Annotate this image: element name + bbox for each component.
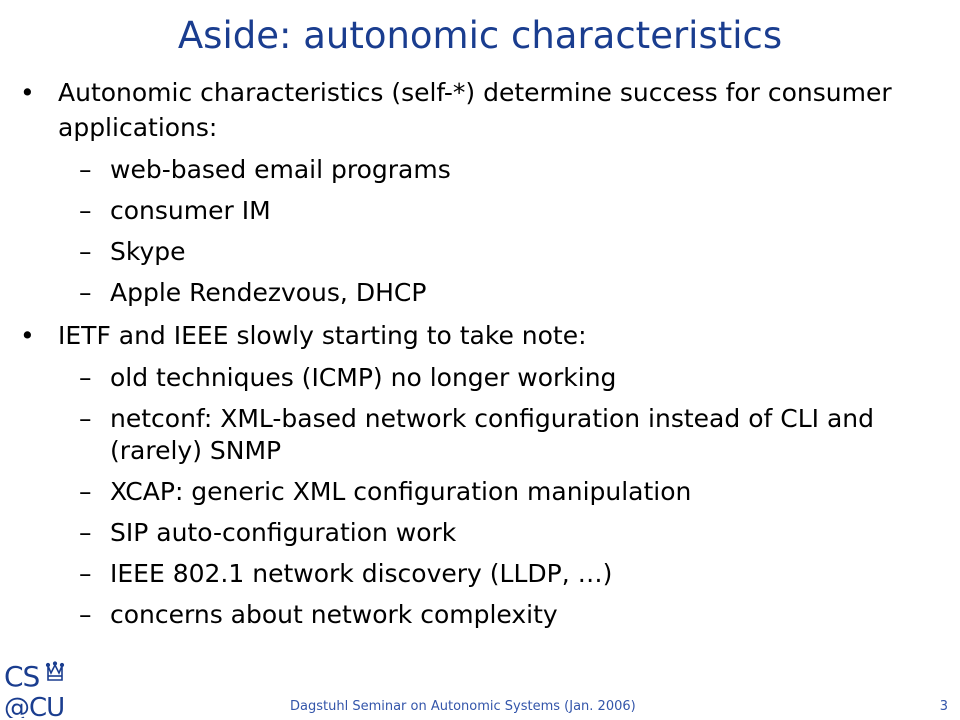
sub-item: – Apple Rendezvous, DHCP xyxy=(0,277,960,309)
bullet-text: Autonomic characteristics (self-*) deter… xyxy=(58,78,892,142)
sub-text: concerns about network complexity xyxy=(110,600,558,629)
sub-text: SIP auto-configuration work xyxy=(110,518,457,547)
sub-text: XCAP: generic XML configuration manipula… xyxy=(110,477,692,506)
sub-text: IEEE 802.1 network discovery (LLDP, …) xyxy=(110,559,613,588)
sub-dash: – xyxy=(79,196,92,225)
logo-bottom-text: @CU xyxy=(4,693,64,718)
sub-item: – XCAP: generic XML configuration manipu… xyxy=(0,476,960,508)
sub-item: – web-based email programs xyxy=(0,154,960,186)
bullet-dot: • xyxy=(20,321,35,350)
sub-text: Skype xyxy=(110,237,186,266)
sub-dash: – xyxy=(79,278,92,307)
sub-dash: – xyxy=(79,237,92,266)
sub-dash: – xyxy=(79,155,92,184)
sub-dash: – xyxy=(79,518,92,547)
page-number: 3 xyxy=(939,699,948,714)
sub-dash: – xyxy=(79,559,92,588)
sub-dash: – xyxy=(79,477,92,506)
sub-dash: – xyxy=(79,404,92,433)
logo-top-text: CS xyxy=(4,660,40,693)
sub-item: – Skype xyxy=(0,236,960,268)
sub-text: old techniques (ICMP) no longer working xyxy=(110,363,617,392)
bullet-dot: • xyxy=(20,78,35,107)
sub-item: – concerns about network complexity xyxy=(0,599,960,631)
crown-icon xyxy=(45,661,65,681)
bullet-item: • IETF and IEEE slowly starting to take … xyxy=(0,318,960,353)
sub-text: Apple Rendezvous, DHCP xyxy=(110,278,427,307)
sub-dash: – xyxy=(79,600,92,629)
sub-dash: – xyxy=(79,363,92,392)
bullet-item: • Autonomic characteristics (self-*) det… xyxy=(0,75,960,145)
cs-at-cu-logo: CS @CU xyxy=(4,660,65,718)
sub-item: – SIP auto-configuration work xyxy=(0,517,960,549)
sub-text: netconf: XML-based network configuration… xyxy=(110,404,874,465)
sub-text: web-based email programs xyxy=(110,155,451,184)
sub-item: – netconf: XML-based network configurati… xyxy=(0,403,960,467)
footer-text: Dagstuhl Seminar on Autonomic Systems (J… xyxy=(290,699,636,714)
sub-item: – old techniques (ICMP) no longer workin… xyxy=(0,362,960,394)
sub-item: – consumer IM xyxy=(0,195,960,227)
sub-item: – IEEE 802.1 network discovery (LLDP, …) xyxy=(0,558,960,590)
sub-text: consumer IM xyxy=(110,196,271,225)
slide-content: • Autonomic characteristics (self-*) det… xyxy=(0,75,960,640)
slide-title: Aside: autonomic characteristics xyxy=(177,14,783,57)
bullet-text: IETF and IEEE slowly starting to take no… xyxy=(58,321,587,350)
